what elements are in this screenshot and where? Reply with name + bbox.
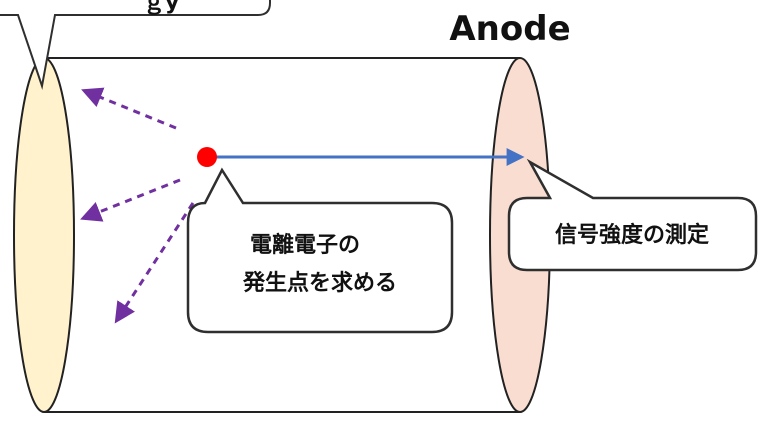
anode-label: Anode bbox=[449, 9, 570, 49]
center-callout-line2: 発生点を求める bbox=[242, 270, 397, 296]
top-callout-text: ｇy bbox=[143, 0, 179, 15]
dashed-arrow-lower bbox=[114, 202, 195, 324]
dashed-arrow-upper bbox=[81, 87, 177, 130]
ionization-point bbox=[197, 147, 217, 167]
right-callout-text: 信号強度の測定 bbox=[555, 222, 709, 248]
right-callout bbox=[507, 158, 758, 272]
dashed-arrow-middle bbox=[80, 178, 181, 222]
center-callout bbox=[186, 167, 454, 334]
center-callout-line1: 電離電子の bbox=[250, 232, 360, 258]
top-callout bbox=[0, 0, 271, 90]
cathode-ellipse bbox=[13, 57, 75, 413]
